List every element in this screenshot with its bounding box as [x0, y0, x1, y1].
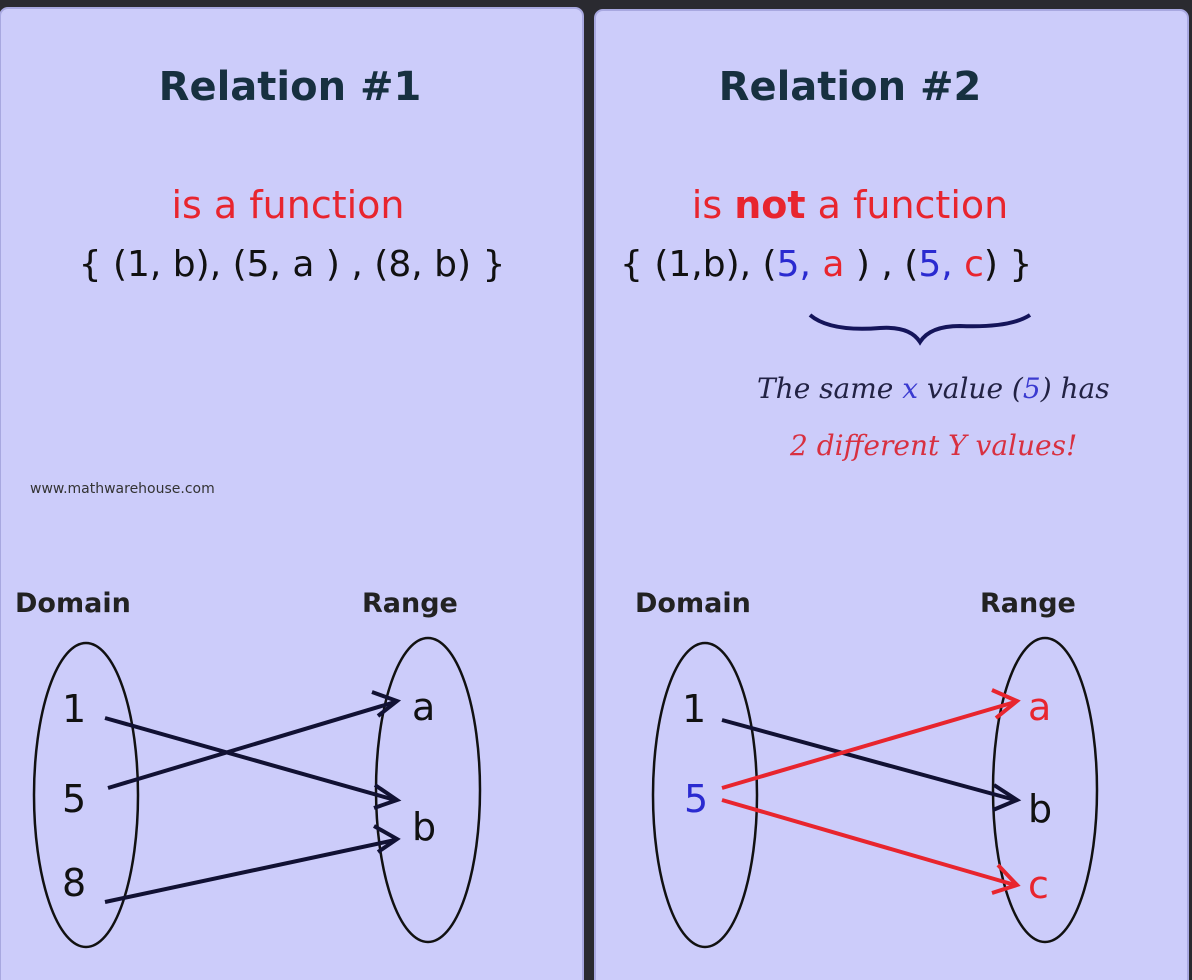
arrow-5-to-c [721, 798, 1016, 887]
relation-1-range-oval [374, 636, 482, 944]
arrow-5-to-a [107, 700, 396, 790]
panel-relation-2 [594, 9, 1189, 980]
relation-2-domain-label: Domain [635, 588, 751, 619]
arrow-1-to-b [104, 716, 396, 802]
arrow-5-to-a [721, 700, 1016, 790]
relation-1-range-label: Range [362, 588, 458, 619]
range-value: c [1028, 863, 1049, 907]
relation-2-range-label: Range [980, 588, 1076, 619]
relation-2-domain-oval [651, 641, 759, 949]
relation-2-verdict: is not a function [692, 183, 1008, 227]
relation-1-set: { (1, b), (5, a ) , (8, b) } [79, 244, 506, 285]
domain-value: 8 [62, 861, 86, 905]
domain-value: 5 [684, 777, 708, 821]
brace [808, 313, 1032, 346]
relation-2-range-oval [991, 636, 1099, 944]
domain-value: 1 [682, 687, 706, 731]
note-line-1: The same x value (5) has [757, 372, 1110, 405]
relation-1-domain-oval [32, 641, 140, 949]
relation-2-set: { (1,b), (5, a ) , (5, c) } [620, 244, 1032, 285]
range-value: a [1028, 685, 1051, 729]
range-value: a [412, 685, 435, 729]
range-value: b [1028, 787, 1052, 831]
arrow-8-to-b [104, 838, 396, 904]
note-line-2: 2 different Y values! [789, 429, 1077, 462]
relation-1-domain-label: Domain [15, 588, 131, 619]
relation-2-title: Relation #2 [719, 64, 982, 110]
arrow-1-to-b [721, 718, 1016, 802]
domain-value: 1 [62, 687, 86, 731]
relation-1-verdict: is a function [171, 183, 404, 227]
panel-relation-1 [0, 7, 584, 980]
range-value: b [412, 805, 436, 849]
relation-1-title: Relation #1 [159, 64, 422, 110]
domain-value: 5 [62, 777, 86, 821]
watermark: www.mathwarehouse.com [30, 481, 215, 497]
